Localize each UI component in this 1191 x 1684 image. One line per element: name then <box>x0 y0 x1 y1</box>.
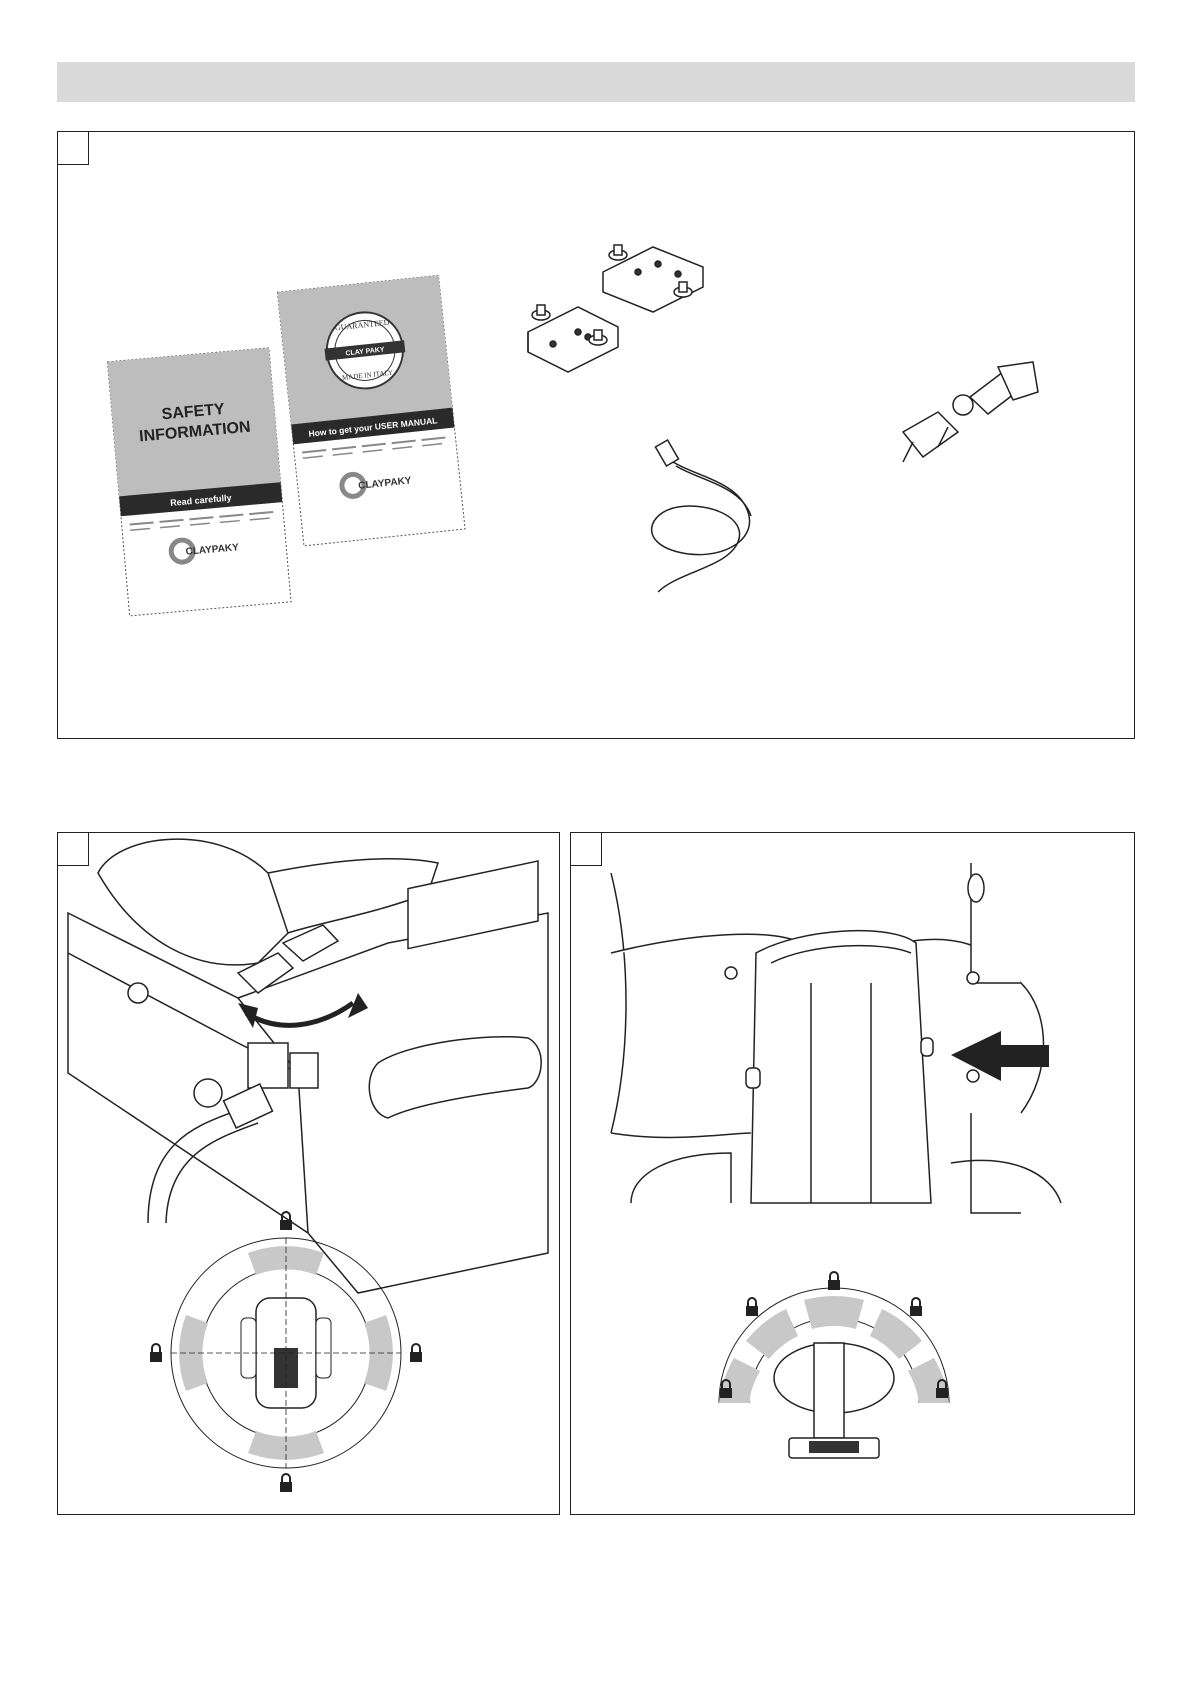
section-header-bar <box>57 62 1135 102</box>
omega-bracket-right <box>603 245 703 312</box>
manual-booklet: GUARANTEED CLAY PAKY MADE IN ITALY How t… <box>277 275 465 546</box>
omega-bracket-left <box>528 305 618 372</box>
safety-booklet: SAFETY INFORMATION Read carefully CLAYPA… <box>107 348 291 616</box>
power-connection-illustration <box>58 833 561 1516</box>
panel-package-contents: SAFETY INFORMATION Read carefully CLAYPA… <box>57 131 1135 739</box>
fuse-holder <box>903 362 1038 462</box>
panel-power-connection <box>57 832 560 1515</box>
tilt-lock-illustration <box>571 833 1136 1516</box>
panel-tilt-lock <box>570 832 1135 1515</box>
tilt-lock-diagram <box>719 1272 949 1458</box>
package-contents-illustration: SAFETY INFORMATION Read carefully CLAYPA… <box>58 132 1136 740</box>
power-cable <box>652 440 751 592</box>
